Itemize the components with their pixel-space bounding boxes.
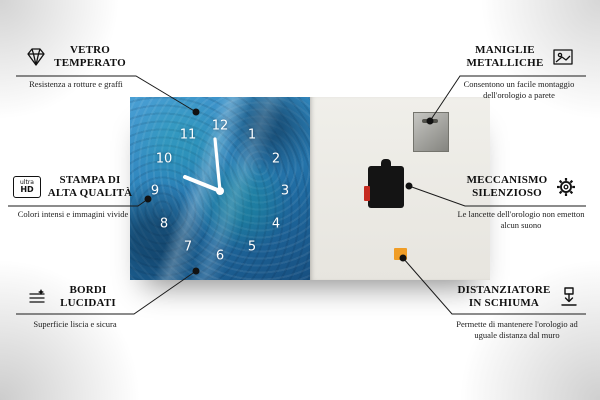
clock-front-face: 12 1 2 3 4 5 6 7 8 9 10 11 — [130, 97, 310, 280]
clock-numeral: 5 — [247, 239, 257, 255]
callout-subtitle: Resistenza a rotture e graffi — [29, 78, 123, 89]
hanger-slot — [422, 119, 438, 123]
clock-numeral: 12 — [211, 118, 229, 134]
clock-numeral: 6 — [215, 248, 225, 264]
callout-title: DISTANZIATORE IN SCHIUMA — [457, 284, 551, 309]
mechanism-hook — [381, 159, 391, 167]
clock-numeral: 2 — [271, 151, 281, 167]
callout-tempered-glass: VETRO TEMPERATO Resistenza a rotture e g… — [16, 44, 136, 90]
clock-hands — [183, 137, 224, 195]
spacer-arrow-icon — [559, 286, 579, 308]
clock-numeral: 9 — [150, 183, 160, 199]
picture-frame-icon — [552, 47, 574, 67]
clock-numeral: 11 — [179, 127, 197, 143]
callout-foam-spacer: DISTANZIATORE IN SCHIUMA Permette di man… — [448, 284, 586, 341]
metal-hanger-plate — [413, 112, 449, 152]
battery — [364, 186, 370, 201]
clock-mechanism — [364, 159, 404, 208]
callout-subtitle: Le lancette dell'orologio non emetton al… — [457, 208, 585, 230]
callout-title: VETRO TEMPERATO — [54, 44, 126, 69]
clock-numeral: 3 — [280, 183, 290, 199]
callout-title: BORDI LUCIDATI — [60, 284, 116, 309]
polished-edges-icon — [27, 287, 47, 307]
clock-product-image: 12 1 2 3 4 5 6 7 8 9 10 11 — [130, 97, 490, 280]
callout-subtitle: Permette di mantenere l'orologio ad ugua… — [456, 318, 578, 340]
clock-numeral: 1 — [247, 127, 257, 143]
gear-icon — [555, 176, 577, 198]
callout-subtitle: Colori intensi e immagini vivide — [17, 208, 129, 219]
callout-metal-handles: MANIGLIE METALLICHE Consentono un facile… — [452, 44, 586, 101]
clock-numeral: 10 — [155, 151, 173, 167]
callout-title: STAMPA DI ALTA QUALITÀ — [47, 174, 133, 199]
diamond-icon — [25, 47, 47, 67]
callout-subtitle: Superficie liscia e sicura — [33, 318, 117, 329]
callout-title: MANIGLIE METALLICHE — [466, 44, 544, 69]
clock-numeral: 8 — [159, 216, 169, 232]
foam-spacer — [394, 248, 407, 260]
ultra-hd-label-top: ultra — [20, 178, 34, 186]
ultra-hd-label-bottom: HD — [20, 184, 34, 194]
callout-subtitle: Consentono un facile montaggio dell'orol… — [463, 78, 575, 100]
callout-title: MECCANISMO SILENZIOSO — [466, 174, 548, 199]
clock-numeral: 4 — [271, 216, 281, 232]
clock-back-face — [310, 97, 490, 280]
callout-high-quality-print: ultra HD STAMPA DI ALTA QUALITÀ Colori i… — [8, 174, 138, 220]
clock-numeral: 7 — [183, 239, 193, 255]
callout-polished-edges: BORDI LUCIDATI Superficie liscia e sicur… — [16, 284, 134, 330]
callout-silent-mechanism: MECCANISMO SILENZIOSO — [456, 174, 586, 231]
ultra-hd-icon: ultra HD — [13, 175, 41, 198]
